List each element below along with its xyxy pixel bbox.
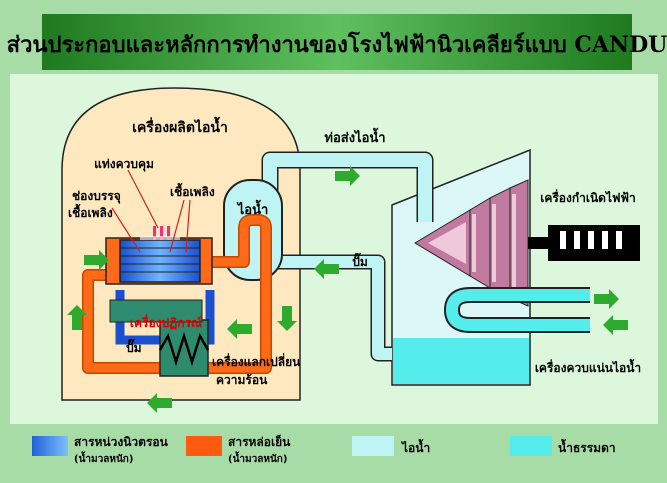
coolant-loop: [83, 215, 271, 373]
control-rods: [153, 226, 170, 240]
label-heat-exchanger-2: ความร้อน: [216, 373, 268, 387]
label-fuel-channel-1: ช่องบรรจุ: [72, 189, 121, 204]
label-steam-generator: เครื่องผลิตไอน้ำ: [132, 116, 228, 136]
callout-lines: [111, 169, 191, 253]
label-generator: เครื่องกำเนิดไฟฟ้า: [540, 189, 636, 205]
legend-swatch-steam: [352, 436, 394, 456]
label-condenser: เครื่องควบแน่นไอน้ำ: [535, 358, 641, 375]
legend-swatch-water: [510, 436, 552, 456]
legend-sub-moderator: (น้ำมวลหนัก): [74, 451, 133, 465]
label-fuel-channel-2: เชื้อเพลิง: [68, 203, 113, 220]
heat-exchanger-coil: [158, 331, 210, 367]
turbine: [414, 179, 529, 307]
legend-swatch-moderator: [32, 436, 68, 456]
cooling-tube: [445, 289, 590, 331]
calandria: [119, 239, 201, 283]
label-steam-pipe: ท่อส่งไอน้ำ: [324, 127, 385, 146]
label-heat-exchanger-1: เครื่องแลกเปลี่ยน: [212, 353, 301, 369]
label-steam: ไอน้ำ: [236, 199, 269, 218]
generator-fins: [560, 231, 622, 249]
legend-sub-coolant: (น้ำมวลหนัก): [228, 451, 287, 465]
legend: สารหน่วงนิวตรอน (น้ำมวลหนัก) สารหล่อเย็น…: [32, 434, 616, 465]
label-pump-top: ปั๊ม: [352, 252, 368, 269]
title-bar: [42, 14, 632, 70]
legend-label-water: น้ำธรรมดา: [558, 438, 616, 455]
flow-arrows: [67, 166, 628, 413]
label-pump-bottom: ปั๊ม: [126, 338, 142, 355]
label-reactor: เครื่องปฏิกรณ์: [130, 314, 202, 330]
title: ส่วนประกอบและหลักการทำงานของโรงไฟฟ้านิวเ…: [7, 31, 667, 58]
steam-pipe: [263, 153, 432, 222]
feedwater-pipe: [275, 256, 392, 360]
legend-label-moderator: สารหน่วงนิวตรอน: [74, 435, 169, 449]
legend-label-coolant: สารหล่อเย็น: [228, 434, 291, 449]
label-control-rod: แท่งควบคุม: [94, 157, 154, 172]
reactor-base: [109, 299, 203, 323]
label-fuel: เชื้อเพลิง: [170, 182, 215, 199]
legend-label-steam: ไอน้ำ: [400, 438, 430, 455]
condenser-water: [393, 338, 529, 384]
legend-swatch-coolant: [186, 436, 222, 456]
